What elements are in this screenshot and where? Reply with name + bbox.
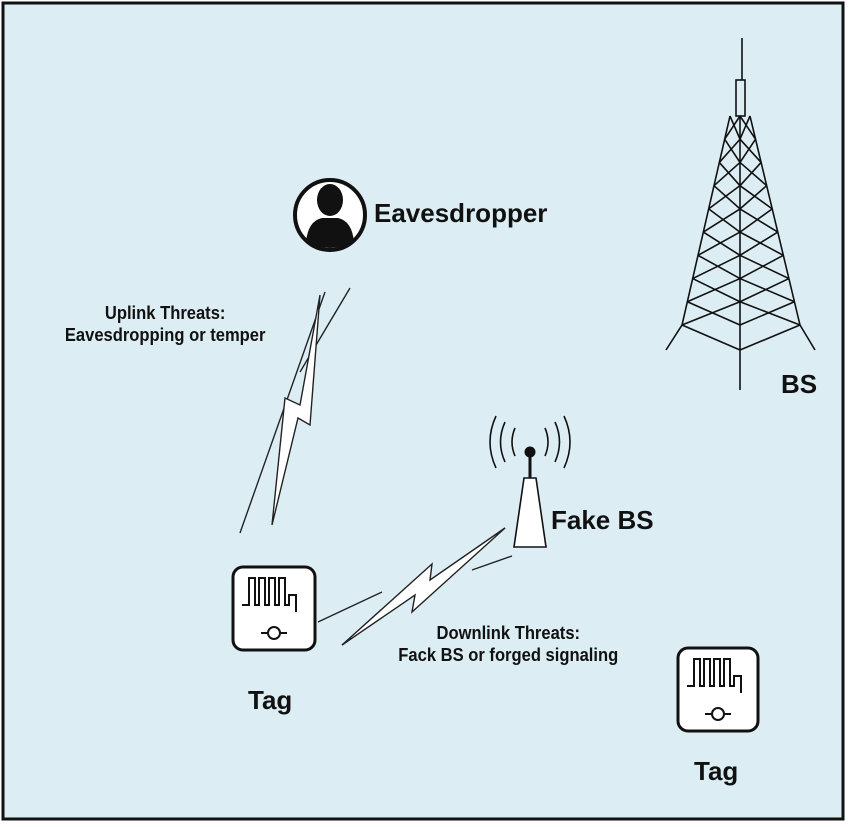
- person-silhouette-icon: [293, 178, 367, 252]
- rfid-tag-icon: [231, 565, 317, 652]
- tower-brace: [739, 161, 768, 187]
- tower-brace: [692, 254, 741, 280]
- uplink-threats-title: Uplink Threats:: [104, 303, 226, 323]
- radio-antenna-icon: [489, 415, 571, 548]
- tower-brace: [718, 138, 741, 163]
- uplink-signal-bolt: [239, 287, 351, 534]
- eavesdropper-label: Eavesdropper: [374, 198, 548, 228]
- tower-brace: [739, 301, 801, 326]
- downlink-threats-annotation: Downlink Threats: Fack BS or forged sign…: [362, 623, 655, 666]
- tower-brace: [739, 277, 790, 303]
- tower-brace: [739, 115, 757, 140]
- tower-brace: [739, 254, 790, 280]
- tower-brace: [739, 231, 784, 257]
- tower-brace: [739, 138, 757, 163]
- downlink-threats-detail: Fack BS or forged signaling: [398, 644, 619, 665]
- tower-brace: [739, 231, 779, 257]
- tower-base-brace: [739, 324, 801, 351]
- tower-brace: [739, 208, 773, 233]
- tower-brace: [718, 161, 741, 187]
- tower-brace: [708, 185, 741, 210]
- tower-brace: [739, 138, 762, 163]
- tag-left-label: Tag: [248, 685, 293, 715]
- bs-tower-icon: [665, 38, 816, 390]
- uplink-threats-annotation: Uplink Threats: Eavesdropping or temper: [6, 303, 324, 346]
- tower-brace: [729, 115, 741, 140]
- downlink-threats-title: Downlink Threats:: [436, 623, 581, 643]
- tower-brace: [739, 115, 751, 140]
- tower-brace: [713, 161, 741, 187]
- bs-label: BS: [781, 369, 818, 399]
- tower-brace: [713, 185, 741, 210]
- tag-right-label: Tag: [694, 756, 739, 786]
- tower-brace: [702, 231, 741, 257]
- tower-brace: [739, 301, 795, 326]
- tower-brace: [708, 208, 741, 233]
- rfid-tag-icon: [676, 646, 760, 733]
- tower-brace: [723, 115, 741, 140]
- tower-brace: [702, 208, 741, 233]
- tower-brace: [739, 254, 784, 280]
- tower-brace: [697, 254, 741, 280]
- tower-brace: [687, 277, 741, 303]
- tower-base-brace: [681, 324, 741, 351]
- tower-brace: [739, 185, 773, 210]
- tower-brace: [697, 231, 741, 257]
- uplink-threats-detail: Eavesdropping or temper: [64, 324, 266, 345]
- tower-brace: [692, 277, 741, 303]
- downlink-signal-bolt: [317, 527, 513, 646]
- tower-brace: [739, 185, 768, 210]
- fake-bs-label: Fake BS: [551, 505, 654, 535]
- tower-brace: [687, 301, 741, 326]
- tower-brace: [739, 161, 762, 187]
- tower-brace: [739, 277, 795, 303]
- tower-brace: [739, 208, 779, 233]
- tower-brace: [681, 301, 741, 326]
- tower-brace: [723, 138, 741, 163]
